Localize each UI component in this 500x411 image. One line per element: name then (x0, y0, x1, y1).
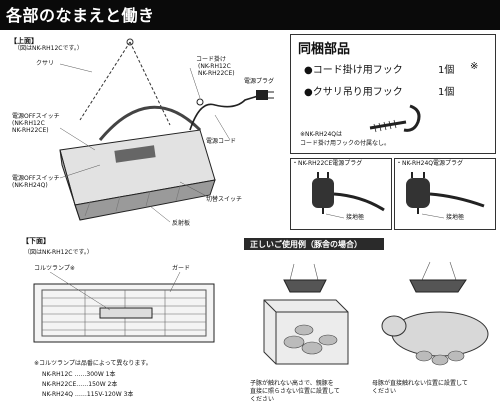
lamp-footnote: ※コルツランプは品番によって異なります。 (34, 360, 152, 367)
switch-label: 電源OFFスイッチ (12, 113, 60, 120)
usage-left-caption-2: 直接に照らさない位置に設置して (250, 388, 340, 395)
ground-label-rh22ce: 接地極 (346, 214, 365, 221)
usage-left-caption-3: ください (250, 396, 275, 403)
spec-line-2: NK-RH22CE……150W 2本 (42, 381, 118, 388)
top-view-note: （図はNK-RH12Cです。） (14, 45, 83, 52)
included-parts-panel (290, 34, 496, 154)
reflector-label: 反射板 (172, 220, 191, 227)
usage-left-caption-1: 子豚が触れない高さで、親豚を (250, 380, 334, 387)
parts-item-2-name: ●クサリ吊り用フック (304, 87, 403, 98)
title-bar (0, 0, 500, 30)
bottom-view-note: （図はNK-RH12Cです。） (24, 249, 93, 256)
plug-title-rh22ce: ・NK-RH22CE電源プラグ (292, 160, 363, 167)
parts-item-1-qty: 1個 (438, 65, 455, 76)
lamp-label: コルツランプ※ (34, 265, 75, 272)
plug-label: 電源プラグ (244, 78, 275, 85)
usage-title-bar (244, 238, 384, 250)
usage-title: 正しいご使用例（豚舎の場合） (250, 240, 362, 249)
heater-top-illustration (59, 38, 274, 223)
parts-item-1-name: ●コード掛け用フック (304, 65, 403, 76)
switch2-label: 電源OFFスイッチ (12, 175, 60, 182)
chain-label: クサリ (36, 60, 55, 67)
guard-label: ガード (172, 265, 191, 272)
parts-item-1-mark: ※ (470, 61, 479, 72)
spec-line-1: NK-RH12C ……300W 1本 (42, 371, 116, 378)
usage-right-caption-1: 母豚が直接触れない位置に設置して (372, 380, 468, 387)
plug-title-rh24q: ・NK-RH24Q電源プラグ (396, 160, 463, 167)
ground-label-rh24q: 接地極 (446, 214, 465, 221)
parts-note-1: ※NK-RH24Qは (300, 131, 343, 138)
switch-models-label: (NK-RH12C (12, 120, 45, 127)
spec-line-3: NK-RH24Q ……115V-120W 3本 (42, 391, 134, 398)
toggle-switch-label: 切替スイッチ (206, 196, 243, 203)
switch-models-label-2: NK-RH22CE) (12, 127, 49, 134)
heater-bottom-illustration (33, 272, 215, 343)
page-title: 各部のなまえと働き (6, 6, 155, 25)
parts-title: 同梱部品 (298, 42, 351, 57)
plug-icon (312, 172, 385, 219)
switch2-model-label: (NK-RH24Q) (12, 182, 48, 189)
parts-note-2: コード掛け用フックの付属なし。 (300, 140, 391, 147)
usage-illustration (263, 261, 489, 366)
usage-right-caption-2: ください (372, 388, 397, 395)
bottom-view-heading: 【下面】 (22, 237, 50, 245)
cord-hook-models-label: (NK-RH12C (198, 63, 231, 70)
cord-hook-label: コード掛け (196, 56, 227, 63)
top-view-heading: 【上面】 (10, 37, 38, 45)
parts-item-2-qty: 1個 (438, 87, 455, 98)
hook-icon (369, 104, 421, 133)
cord-hook-models-label-2: NK-RH22CE) (198, 70, 235, 77)
cord-label: 電源コード (206, 138, 237, 145)
plug-icon (406, 172, 485, 219)
